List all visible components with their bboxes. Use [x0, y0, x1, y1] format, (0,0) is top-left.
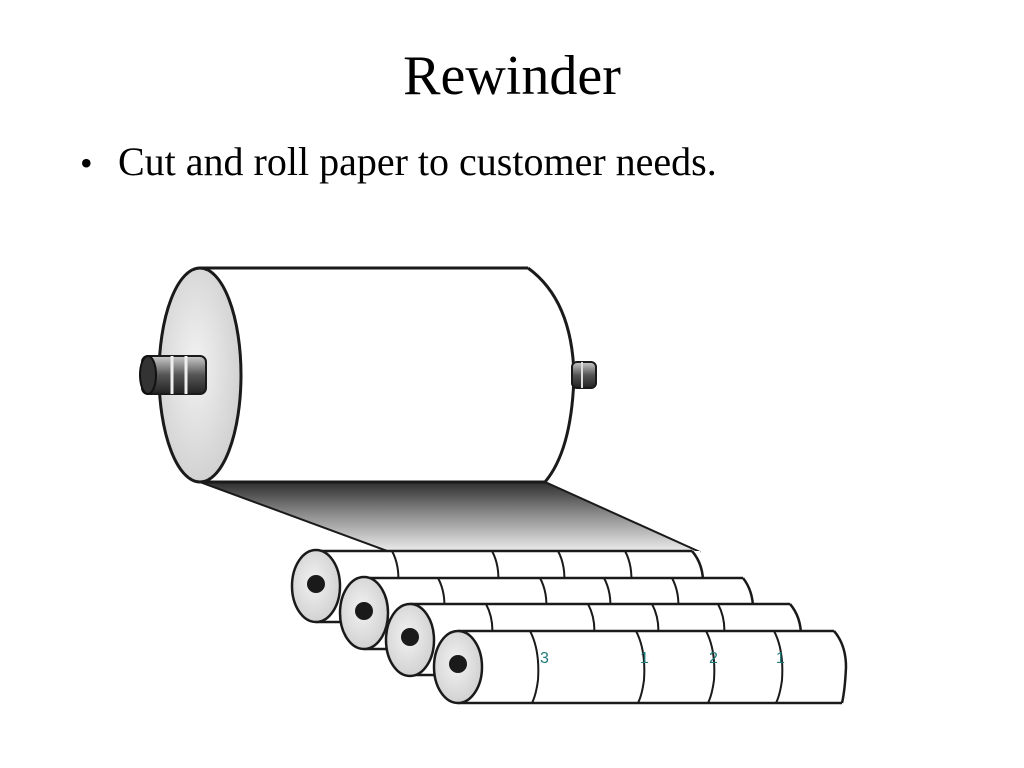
roll-shaft-left: [139, 355, 207, 395]
roll-label: 1: [776, 650, 785, 667]
rewinder-illustration: 3 1 2 1: [139, 266, 848, 705]
roll-label: 2: [709, 650, 718, 667]
paper-sheet: [199, 481, 701, 553]
bullet-list: • Cut and roll paper to customer needs.: [80, 134, 717, 191]
bullet-item: • Cut and roll paper to customer needs.: [80, 134, 717, 191]
bullet-marker: •: [80, 143, 93, 183]
parent-roll: [139, 266, 597, 484]
rewound-roll-front: 3 1 2 1: [432, 629, 848, 705]
roll-label: 3: [540, 650, 549, 667]
roll-label: 1: [640, 650, 649, 667]
roll-shaft-right: [571, 361, 597, 389]
bullet-text: Cut and roll paper to customer needs.: [118, 139, 717, 184]
slide-title: Rewinder: [403, 45, 621, 107]
